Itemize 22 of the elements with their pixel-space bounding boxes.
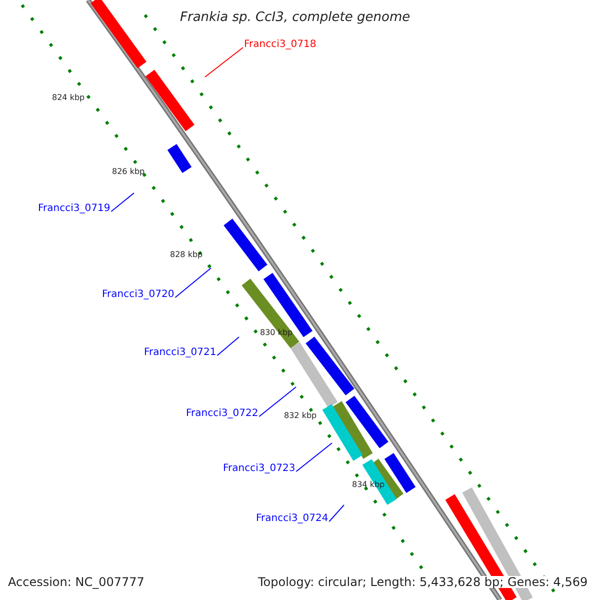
accession-text: Accession: NC_007777 bbox=[8, 576, 144, 588]
gene-label: Francci3_0723 bbox=[223, 464, 296, 474]
map-title: Frankia sp. CcI3, complete genome bbox=[180, 11, 410, 24]
leader-line bbox=[174, 268, 212, 298]
scale-label: 828 kbp bbox=[170, 251, 203, 259]
gene-label: Francci3_0721 bbox=[144, 348, 216, 358]
gene-label: Francci3_0722 bbox=[186, 409, 258, 419]
scale-label: 824 kbp bbox=[52, 94, 85, 102]
scale-label: 830 kbp bbox=[260, 329, 293, 337]
gene-label: Francci3_0724 bbox=[256, 514, 328, 524]
leader-line bbox=[216, 336, 240, 356]
leader-line bbox=[328, 504, 344, 522]
leader-line bbox=[110, 192, 134, 212]
leader-line bbox=[204, 47, 244, 78]
leader-line bbox=[258, 386, 296, 417]
gene-label: Francci3_0718 bbox=[244, 40, 316, 50]
gene-label: Francci3_0719 bbox=[38, 204, 110, 214]
scale-label: 832 kbp bbox=[284, 412, 317, 420]
genome-stats-text: Topology: circular; Length: 5,433,628 bp; Genes: 4,569 bbox=[258, 576, 588, 588]
leader-line bbox=[296, 442, 332, 472]
gene-label: Francci3_0720 bbox=[102, 290, 174, 300]
scale-label: 826 kbp bbox=[112, 168, 145, 176]
